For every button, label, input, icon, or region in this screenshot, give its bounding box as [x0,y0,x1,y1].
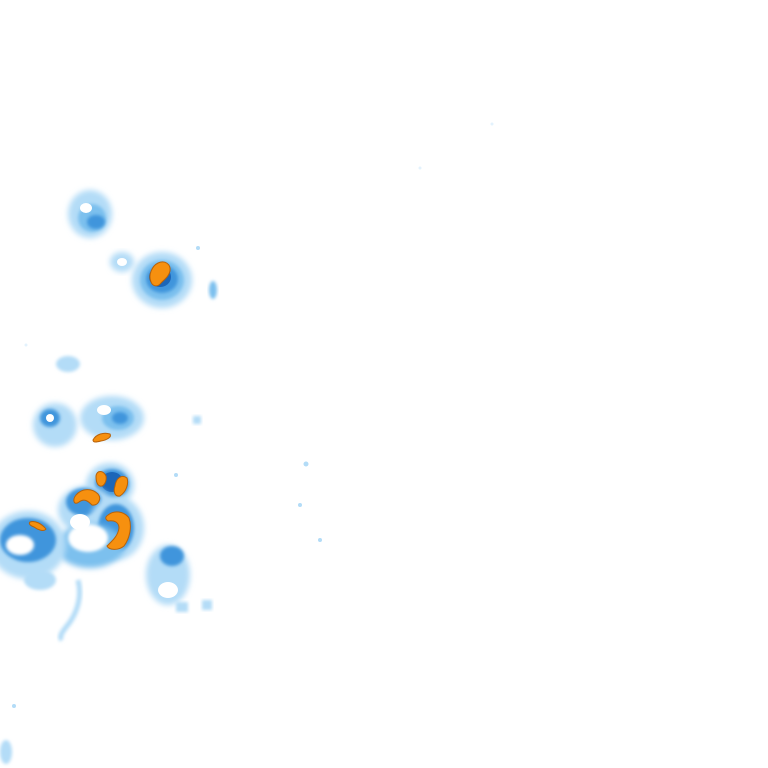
precip-cell-upper-core [110,252,217,308]
precip-cell-middle [33,396,201,447]
extreme-core-1 [149,261,171,287]
precip-cell-upper-left [68,190,112,238]
extreme-core-4 [113,475,129,497]
extreme-core-7 [28,521,47,531]
precip-specks [0,122,494,764]
precip-cell-patch-a [56,356,80,372]
extreme-core-3 [95,471,107,487]
precip-cell-left-edge [0,511,66,590]
extreme-core-2 [92,432,111,443]
precip-cell-lower-right [146,545,212,612]
precip-cell-lower-main [56,463,144,568]
extreme-core-6 [105,511,131,550]
extreme-core-5 [73,489,101,506]
precip-trail [58,579,83,642]
